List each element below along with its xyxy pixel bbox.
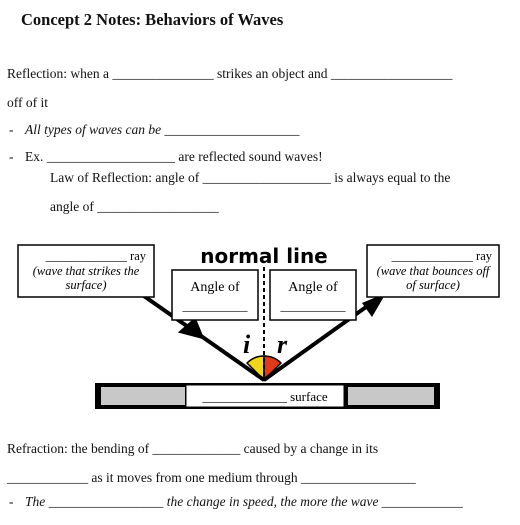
reflected-ray-arrowhead xyxy=(362,293,386,317)
reflected-angle-label: r xyxy=(277,330,288,359)
law-of-reflection-line-2: angle of __________________ xyxy=(50,199,219,214)
reflected-ray-blank: _____________ ray xyxy=(391,249,493,263)
incident-ray-desc-2: surface) xyxy=(66,278,107,292)
surface-fill-left xyxy=(101,387,185,405)
reflected-ray-box xyxy=(366,244,500,298)
reflected-ray-desc-2: of surface) xyxy=(406,278,460,292)
reflected-ray xyxy=(262,295,382,382)
angle-reflection-box xyxy=(269,269,357,321)
angle-reflection-blank: __________ xyxy=(280,298,347,313)
bullet-example: Ex. ___________________ are reflected so… xyxy=(25,149,323,164)
incident-angle-label: i xyxy=(243,330,251,359)
surface-label: _____________ surface xyxy=(201,389,328,404)
surface-fill-right xyxy=(348,387,434,405)
incident-ray-blank: _____________ ray xyxy=(45,249,147,263)
incident-ray-arrowhead xyxy=(177,317,205,340)
angle-incidence-label: Angle of xyxy=(190,280,240,295)
refraction-bullet: The _________________ the change in spee… xyxy=(25,494,463,509)
bullet-dash: - xyxy=(9,149,14,164)
bullet-dash: - xyxy=(9,494,14,509)
surface-label-box xyxy=(185,384,345,408)
reflection-diagram: _____________ surface normal line i r __… xyxy=(17,244,500,409)
angle-incidence-blank: __________ xyxy=(182,298,249,313)
incident-ray-desc-1: (wave that strikes the xyxy=(33,264,140,278)
angle-incidence-box xyxy=(171,269,259,321)
reflection-definition-line-1: Reflection: when a _______________ strik… xyxy=(7,66,453,81)
reflected-ray-desc-1: (wave that bounces off xyxy=(377,264,491,278)
bullet-dash: - xyxy=(9,122,14,137)
law-of-reflection-line-1: Law of Reflection: angle of ____________… xyxy=(50,170,451,185)
incident-ray-box xyxy=(17,244,155,298)
refraction-definition-line-2: ____________ as it moves from one medium… xyxy=(7,470,416,485)
reflection-definition-line-2: off of it xyxy=(7,95,48,110)
refraction-definition-line-1: Refraction: the bending of _____________… xyxy=(7,441,379,456)
reflected-angle-wedge xyxy=(263,355,283,382)
angle-reflection-label: Angle of xyxy=(288,280,338,295)
normal-line-label: normal line xyxy=(200,244,328,268)
page-title: Concept 2 Notes: Behaviors of Waves xyxy=(21,10,284,29)
bullet-all-waves: All types of waves can be ______________… xyxy=(25,122,300,137)
